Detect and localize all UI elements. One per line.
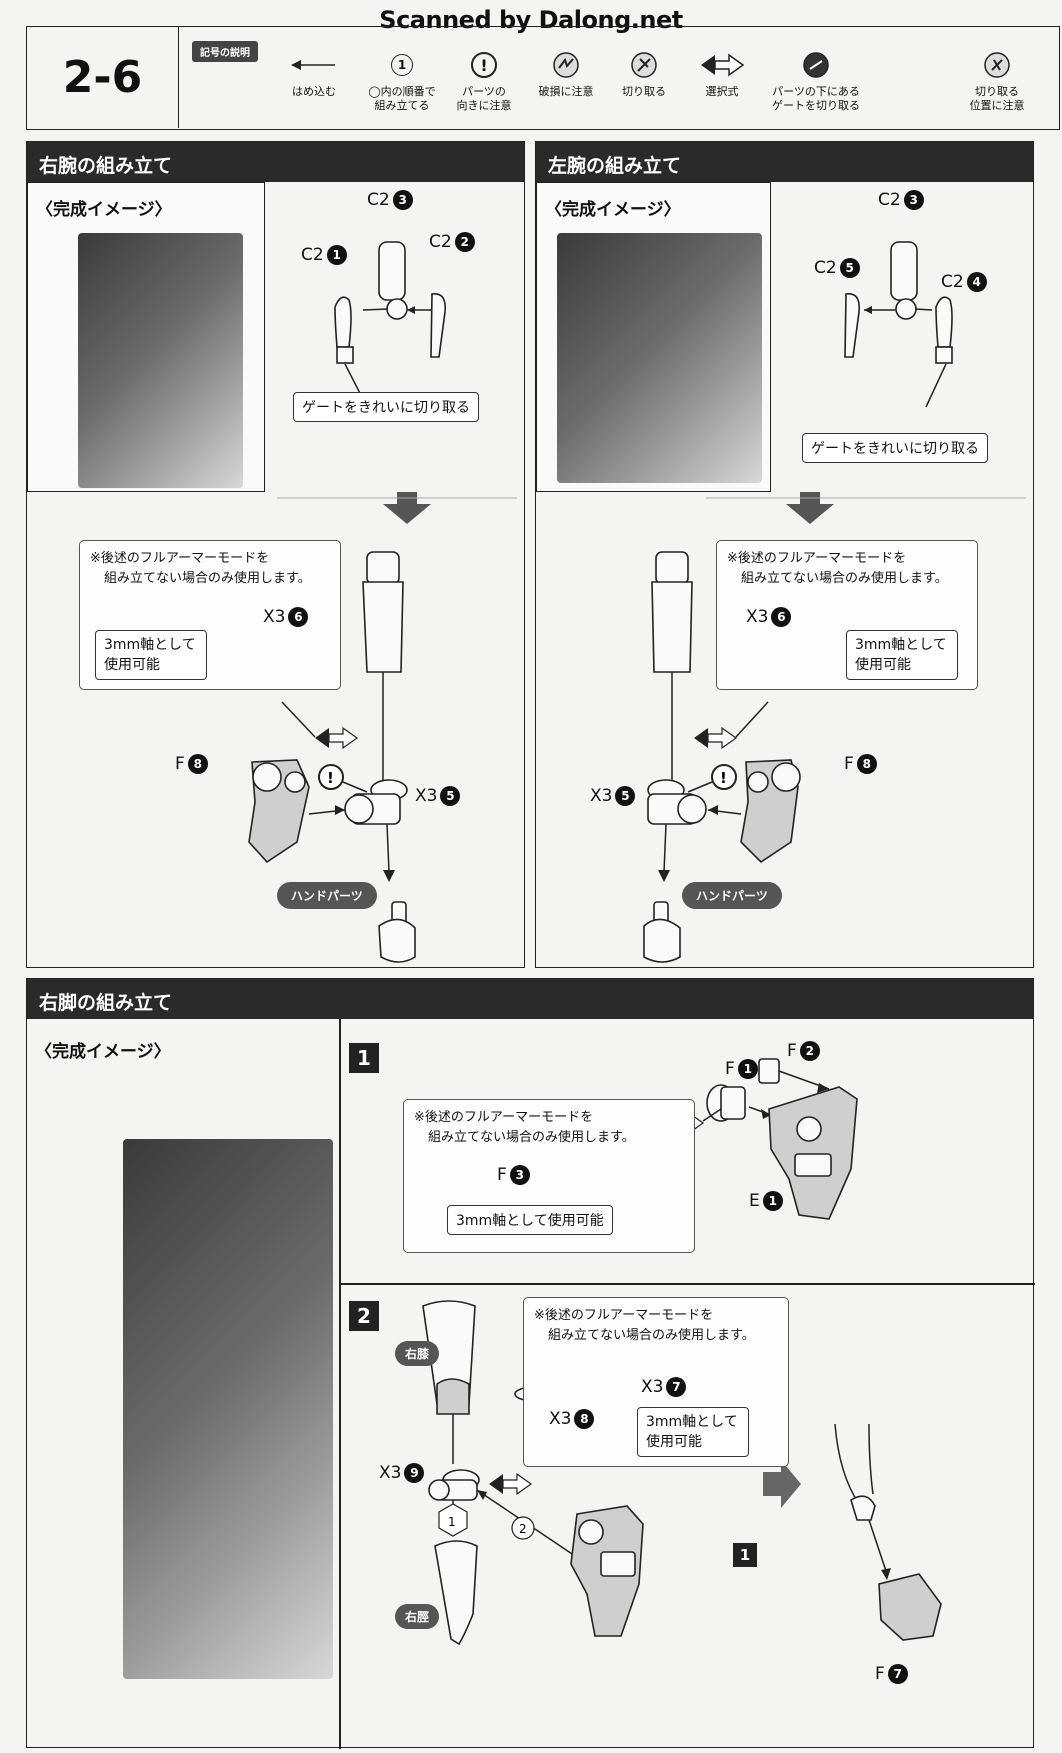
- shaft-note: 3mm軸として使用可能: [95, 630, 207, 680]
- cut-icon: [631, 52, 657, 78]
- legend-item-choice: 選択式: [667, 49, 777, 99]
- right-leg-photo: [123, 1139, 333, 1679]
- right-arm-photo: [78, 233, 243, 488]
- svg-text:2: 2: [519, 1522, 527, 1536]
- right-arm-diagram: !: [222, 241, 517, 963]
- right-leg-caption: 〈完成イメージ〉: [35, 1042, 171, 1062]
- right-arm-title: 右腕の組み立て: [27, 142, 524, 182]
- left-arm-photo: [557, 233, 762, 483]
- gate-note: ゲートをきれいに切り取る: [802, 433, 988, 463]
- legend-item-cut: 切り取る: [589, 49, 699, 99]
- svg-text:!: !: [720, 769, 727, 787]
- circled-number-icon: 1: [391, 54, 413, 76]
- shin-label: 右脛: [395, 1604, 440, 1629]
- legend-item-order: 1 ◯内の順番で組み立てる: [347, 49, 457, 113]
- step-1-number: 1: [349, 1043, 379, 1073]
- ref-step-1: 1: [733, 1543, 757, 1567]
- svg-text:1: 1: [448, 1515, 456, 1529]
- right-arm-image-box: 〈完成イメージ〉: [27, 182, 265, 492]
- right-arm-caption: 〈完成イメージ〉: [36, 200, 172, 220]
- shaft-note: 3mm軸として使用可能: [637, 1407, 749, 1457]
- legend-item-insert: はめ込む: [259, 49, 369, 99]
- shaft-note: 3mm軸として使用可能: [447, 1205, 613, 1235]
- gate-note: ゲートをきれいに切り取る: [293, 392, 479, 422]
- exclamation-icon: !: [471, 52, 497, 78]
- svg-text:!: !: [327, 769, 334, 787]
- cut-position-icon: [984, 52, 1010, 78]
- legend-item-cut-position: 切り取る位置に注意: [947, 49, 1047, 113]
- left-arm-caption: 〈完成イメージ〉: [545, 200, 681, 220]
- right-leg-title: 右脚の組み立て: [27, 979, 1033, 1019]
- cut-underside-icon: [803, 52, 829, 78]
- break-caution-icon: [553, 52, 579, 78]
- knee-label: 右膝: [395, 1341, 440, 1366]
- watermark: Scanned by Dalong.net: [379, 6, 683, 34]
- hand-parts-label: ハンドパーツ: [277, 882, 377, 909]
- choice-arrows-icon: [701, 53, 745, 77]
- arrow-left-icon: [291, 60, 335, 70]
- step-2-number: 2: [349, 1301, 379, 1331]
- shaft-note: 3mm軸として使用可能: [846, 630, 958, 680]
- legend-header: 2-6 記号の説明 はめ込む 1 ◯内の順番で組み立てる ! パーツの向きに注意…: [26, 26, 1060, 130]
- legend-item-cut-underside: パーツの下にあるゲートを切り取る: [761, 49, 871, 113]
- right-arm-section: 右腕の組み立て 〈完成イメージ〉: [26, 141, 525, 968]
- left-arm-section: 左腕の組み立て 〈完成イメージ〉: [535, 141, 1034, 968]
- legend-item-direction: ! パーツの向きに注意: [429, 49, 539, 113]
- legend-label: 記号の説明: [192, 41, 258, 62]
- left-arm-image-box: 〈完成イメージ〉: [536, 182, 771, 492]
- legend-item-break: 破損に注意: [511, 49, 621, 99]
- step-2-diagram: 1 2: [422, 1300, 942, 1646]
- step-number: 2-6: [27, 27, 179, 128]
- left-arm-title: 左腕の組み立て: [536, 142, 1033, 182]
- left-arm-diagram: !: [643, 241, 1026, 963]
- hand-parts-label: ハンドパーツ: [682, 882, 782, 909]
